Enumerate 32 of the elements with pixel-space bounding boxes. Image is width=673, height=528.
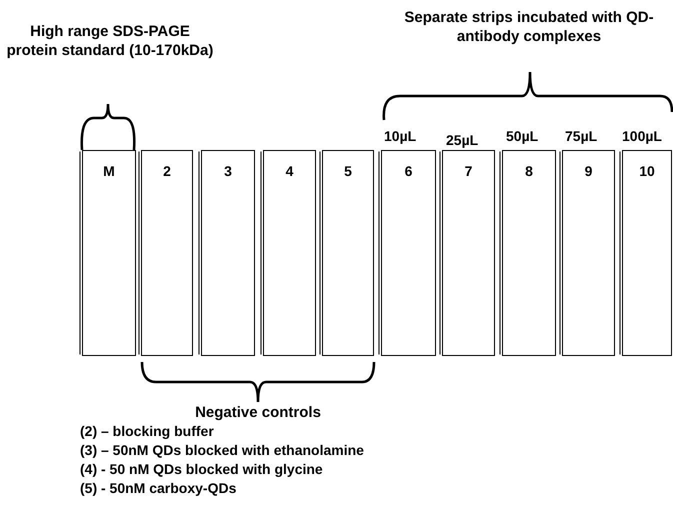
note: (4) - 50 nM QDs blocked with glycine xyxy=(80,461,324,477)
strip xyxy=(442,150,495,356)
volume-label: 100µL xyxy=(622,128,663,144)
strip-number: 3 xyxy=(223,163,233,179)
heading: Separate strips incubated with QD-antibody complexes xyxy=(403,8,655,46)
strip xyxy=(502,150,556,356)
strip xyxy=(322,150,374,356)
strip-number: 9 xyxy=(584,163,594,179)
volume-label: 50µL xyxy=(506,128,540,144)
strip-number: 8 xyxy=(524,163,534,179)
strip-number: 6 xyxy=(404,163,414,179)
strip xyxy=(82,150,136,356)
strip-number: 4 xyxy=(284,163,294,179)
strip xyxy=(381,150,436,356)
strip-number: 7 xyxy=(464,163,474,179)
volume-label: 10µL xyxy=(384,128,418,144)
strip-number: 5 xyxy=(343,163,353,179)
note: (2) – blocking buffer xyxy=(80,423,215,439)
note: (5) - 50nM carboxy-QDs xyxy=(80,480,238,496)
strip-number: 10 xyxy=(638,163,656,179)
strip xyxy=(201,150,255,356)
group-caption: Negative controls xyxy=(194,404,322,421)
strip xyxy=(622,150,672,356)
strip-number: 2 xyxy=(162,163,172,179)
heading: High range SDS-PAGE protein standard (10-170kDa) xyxy=(6,22,214,60)
strip-number: M xyxy=(102,163,116,179)
strip xyxy=(562,150,615,356)
volume-label: 25µL xyxy=(446,132,480,148)
strip xyxy=(141,150,193,356)
volume-label: 75µL xyxy=(565,128,598,144)
strip xyxy=(263,150,316,356)
note: (3) – 50nM QDs blocked with ethanolamine xyxy=(80,442,365,458)
